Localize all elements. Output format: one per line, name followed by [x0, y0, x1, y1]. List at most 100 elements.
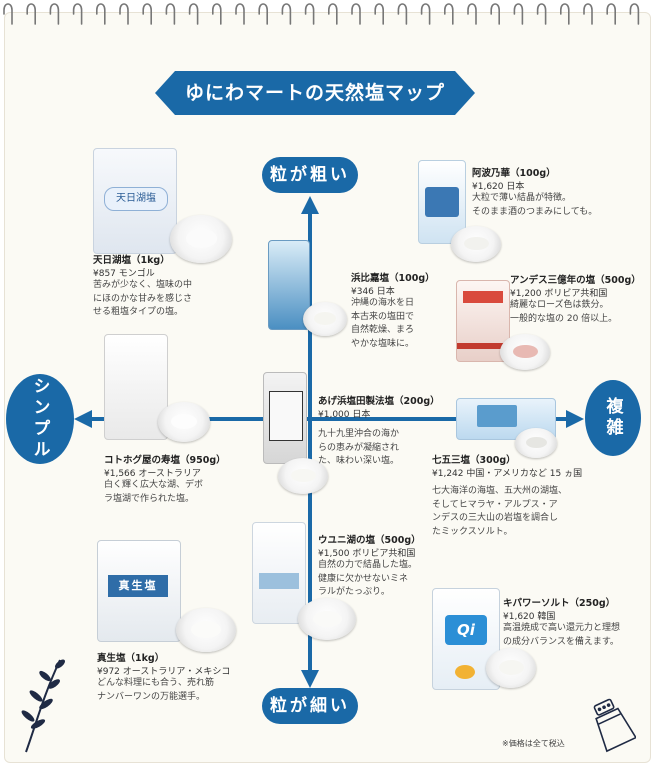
product-desc: 自然の力で結晶した塩。 健康に欠かせないミネ ラルがたっぷり。 — [318, 559, 448, 600]
ahaha-salt-dish — [451, 226, 501, 262]
axis-arrow-left — [74, 410, 92, 428]
product-desc: 九十九里沖合の海か らの恵みが凝縮され た、味わい深い塩。 — [318, 428, 448, 469]
title-banner: ゆにわマートの天然塩マップ — [155, 71, 475, 115]
notebook-ring — [281, 3, 292, 25]
desc-line: ンデスの三大山の岩塩を調合し — [432, 513, 559, 523]
desc-line: た、味わい深い塩。 — [318, 456, 400, 466]
desc-line: そしてヒマラヤ・アルプス・ア — [432, 499, 558, 510]
product-price: ¥1,620 日本 — [472, 182, 525, 192]
hamahiga-salt-dish — [303, 302, 347, 336]
desc-line: 大粒で薄い結晶が特徴。 — [472, 193, 572, 203]
desc-line: どんな料理にも合う、売れ筋 — [97, 678, 215, 688]
desc-line: 自然乾燥、まろ — [351, 325, 415, 335]
axis-label-complex: 複雑 — [585, 380, 641, 456]
desc-line: やかな塩味に。 — [351, 338, 415, 349]
notebook-ring — [188, 3, 199, 25]
agehama-package — [263, 372, 307, 464]
kipower-salt-dish — [486, 648, 536, 688]
notebook-ring — [420, 3, 431, 25]
product-price: ¥1,242 中国・アメリカなど 15 ヵ国 — [432, 469, 583, 479]
mase-package: 真生塩 — [97, 540, 181, 642]
product-shichigosan: 七五三塩（300g） ¥1,242 中国・アメリカなど 15 ヵ国 七大海洋の海… — [432, 452, 647, 539]
product-desc: 綺麗なローズ色は鉄分。 一般的な塩の 20 倍以上。 — [510, 299, 650, 326]
salt-shaker-illustration — [593, 698, 636, 753]
product-kotohogi: コトホグ屋の寿塩（950g） ¥1,566 オーストラリア 白く輝く広大な湖、デ… — [104, 452, 264, 506]
product-name: あげ浜塩田製法塩（200g） — [318, 396, 440, 407]
desc-line: 高温焼成で高い還元力と理想 — [503, 623, 621, 633]
notebook-ring — [49, 3, 60, 25]
axis-label-simple: シンプル — [6, 374, 74, 464]
agehama-salt-dish — [278, 458, 328, 494]
price-footnote: ※価格は全て税込 — [502, 739, 565, 748]
desc-line: そのまま酒のつまみにしても。 — [472, 206, 598, 217]
product-price: ¥1,200 ボリビア共和国 — [510, 289, 608, 299]
notebook-ring — [560, 3, 570, 25]
desc-line: らの恵みが凝縮され — [318, 442, 400, 453]
desc-line: 綺麗なローズ色は鉄分。 — [510, 300, 609, 310]
notebook-ring — [142, 3, 152, 25]
notebook-ring — [165, 3, 176, 25]
desc-line: ラ塩湖で作られた塩。 — [104, 493, 195, 504]
notebook-ring — [467, 3, 477, 25]
axis-arrow-up — [301, 196, 319, 214]
product-agehama: あげ浜塩田製法塩（200g） ¥1,000 日本 九十九里沖合の海か らの恵みが… — [318, 393, 448, 469]
uyuni-package — [252, 522, 306, 624]
product-price: ¥1,000 日本 — [318, 410, 371, 420]
product-price: ¥1,620 韓国 — [503, 612, 556, 622]
desc-line: せる粗塩タイプの塩。 — [93, 307, 184, 317]
axis-arrow-right — [566, 410, 584, 428]
product-price: ¥972 オーストラリア・メキシコ — [97, 667, 231, 677]
notebook-ring — [258, 3, 268, 25]
product-name: 浜比嘉塩（100g） — [351, 273, 435, 284]
kipower-package: Qi — [432, 588, 500, 690]
notebook-ring — [629, 3, 640, 25]
kotohogi-package — [104, 334, 168, 440]
desc-line: ナンバーワンの万能選手。 — [97, 691, 206, 702]
axis-arrow-down — [301, 670, 319, 688]
product-tenbi: 天日湖塩（1kg） ¥857 モンゴル 苦みが少なく、塩味の中 にほのかな甘みを… — [93, 252, 243, 320]
product-price: ¥857 モンゴル — [93, 269, 155, 279]
kotohogi-salt-dish — [158, 402, 210, 442]
desc-line: ラルがたっぷり。 — [318, 587, 390, 597]
product-price: ¥1,500 ボリビア共和国 — [318, 549, 416, 559]
product-price: ¥1,566 オーストラリア — [104, 469, 201, 479]
desc-line: 白く輝く広大な湖、デボ — [104, 480, 204, 490]
product-desc: 沖縄の海水を日 本古来の塩田で 自然乾燥、まろ やかな塩味に。 — [351, 297, 451, 351]
desc-line: たミックスソルト。 — [432, 526, 513, 537]
desc-line: 一般的な塩の 20 倍以上。 — [510, 313, 618, 324]
notebook-ring — [583, 3, 593, 25]
desc-line: 健康に欠かせないミネ — [318, 573, 409, 584]
notebook-ring — [351, 3, 361, 25]
product-ahaha: 阿波乃華（100g） ¥1,620 日本 大粒で薄い結晶が特徴。 そのまま酒のつ… — [472, 165, 642, 219]
notebook-ring — [119, 3, 129, 25]
product-price: ¥346 日本 — [351, 287, 395, 297]
notebook-ring — [397, 3, 408, 25]
product-name: 天日湖塩（1kg） — [93, 255, 170, 266]
desc-line: 本古来の塩田で — [351, 311, 415, 322]
product-hamahiga: 浜比嘉塩（100g） ¥346 日本 沖縄の海水を日 本古来の塩田で 自然乾燥、… — [351, 270, 451, 351]
tenbi-salt-dish — [170, 215, 232, 263]
shichigosan-salt-dish — [515, 428, 557, 458]
product-mase: 真生塩（1kg） ¥972 オーストラリア・メキシコ どんな料理にも合う、売れ筋… — [97, 650, 277, 704]
product-name: 阿波乃華（100g） — [472, 168, 556, 179]
product-desc: 七大海洋の海塩、五大州の湖塩、 そしてヒマラヤ・アルプス・ア ンデスの三大山の岩… — [432, 485, 647, 539]
notebook-ring — [235, 3, 245, 25]
notebook-ring — [328, 3, 338, 25]
product-name: キパワーソルト（250g） — [503, 598, 616, 609]
axis-label-fine: 粒が細い — [262, 688, 358, 724]
notebook-ring — [513, 3, 524, 25]
desc-line: の成分バランスを備えます。 — [503, 636, 619, 647]
tenbi-package-label: 天日湖塩 — [104, 187, 168, 211]
notebook-ring — [444, 3, 454, 25]
product-kipower: キパワーソルト（250g） ¥1,620 韓国 高温焼成で高い還元力と理想 の成… — [503, 595, 648, 649]
desc-line: 九十九里沖合の海か — [318, 429, 400, 439]
product-desc: どんな料理にも合う、売れ筋 ナンバーワンの万能選手。 — [97, 677, 277, 704]
notebook-ring — [536, 3, 547, 25]
product-desc: 大粒で薄い結晶が特徴。 そのまま酒のつまみにしても。 — [472, 192, 642, 219]
kipower-package-label: Qi — [445, 615, 487, 645]
desc-line: にほのかな甘みを感じさ — [93, 293, 193, 304]
notebook-rings — [3, 3, 640, 25]
axis-label-coarse: 粒が粗い — [262, 157, 358, 193]
product-andes: アンデス三億年の塩（500g） ¥1,200 ボリビア共和国 綺麗なローズ色は鉄… — [510, 272, 650, 326]
